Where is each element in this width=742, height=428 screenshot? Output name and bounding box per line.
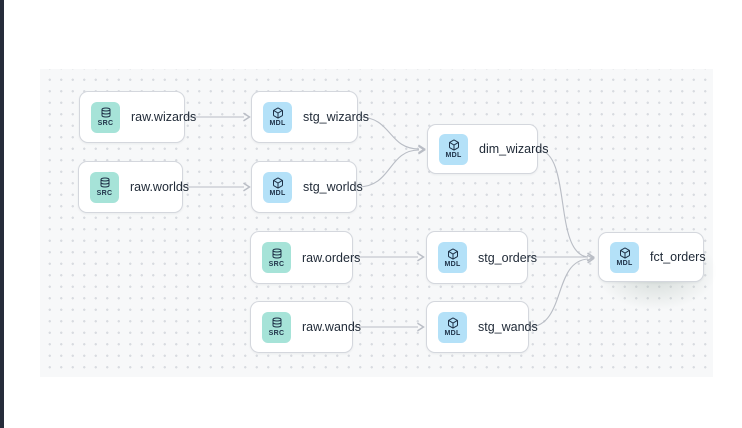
database-icon [100,107,112,119]
node-type-badge: SRC [91,101,120,133]
database-icon [99,177,111,189]
node-type-badge: SRC [90,171,119,203]
node-type-badge: MDL [263,171,292,203]
node-type-badge: MDL [610,241,639,273]
node-type-label: SRC [96,190,113,197]
node-type-badge: MDL [438,242,467,273]
node-stg_worlds[interactable]: MDL stg_worlds [251,161,363,213]
node-label: raw.worlds [130,180,190,194]
node-label: raw.orders [302,250,361,265]
database-icon [271,248,283,260]
node-label: dim_wizards [479,142,549,156]
node-raw.orders[interactable]: SRC raw.orders [250,231,360,284]
cube-icon [447,317,459,329]
node-raw.wizards[interactable]: SRC raw.wizards [79,91,196,143]
node-type-label: MDL [269,120,286,127]
node-type-label: MDL [269,190,286,197]
cube-icon [447,248,459,260]
node-type-badge: MDL [439,133,468,165]
cube-icon [272,177,284,189]
cube-icon [272,107,284,119]
node-label: stg_wands [478,320,538,334]
node-type-label: SRC [97,120,114,127]
node-label: stg_orders [478,250,538,265]
node-type-badge: SRC [262,311,291,343]
window-edge-strip [0,0,4,428]
node-type-label: SRC [268,330,285,337]
node-type-label: MDL [616,260,633,267]
node-type-label: MDL [444,330,461,337]
node-label: stg_wizards [303,110,369,124]
node-stg_wands[interactable]: MDL stg_wands [426,301,538,353]
node-raw.wands[interactable]: SRC raw.wands [250,301,361,353]
node-type-label: SRC [268,260,285,268]
node-label: raw.wands [302,320,362,334]
database-icon [271,317,283,329]
node-dim_wizards[interactable]: MDL dim_wizards [427,124,548,174]
cube-icon [448,139,460,151]
cube-icon [619,247,631,259]
node-type-label: MDL [445,152,462,159]
node-type-label: MDL [444,260,461,268]
node-stg_wizards[interactable]: MDL stg_wizards [251,91,369,143]
node-stg_orders[interactable]: MDL stg_orders [426,231,537,284]
node-type-badge: MDL [263,101,292,133]
node-raw.worlds[interactable]: SRC raw.worlds [78,161,189,213]
node-fct_orders[interactable]: MDL fct_orders [598,232,706,282]
node-type-badge: SRC [262,242,291,273]
node-label: raw.wizards [131,110,197,124]
node-type-badge: MDL [438,311,467,343]
node-label: fct_orders [650,250,706,264]
node-label: stg_worlds [303,180,363,194]
